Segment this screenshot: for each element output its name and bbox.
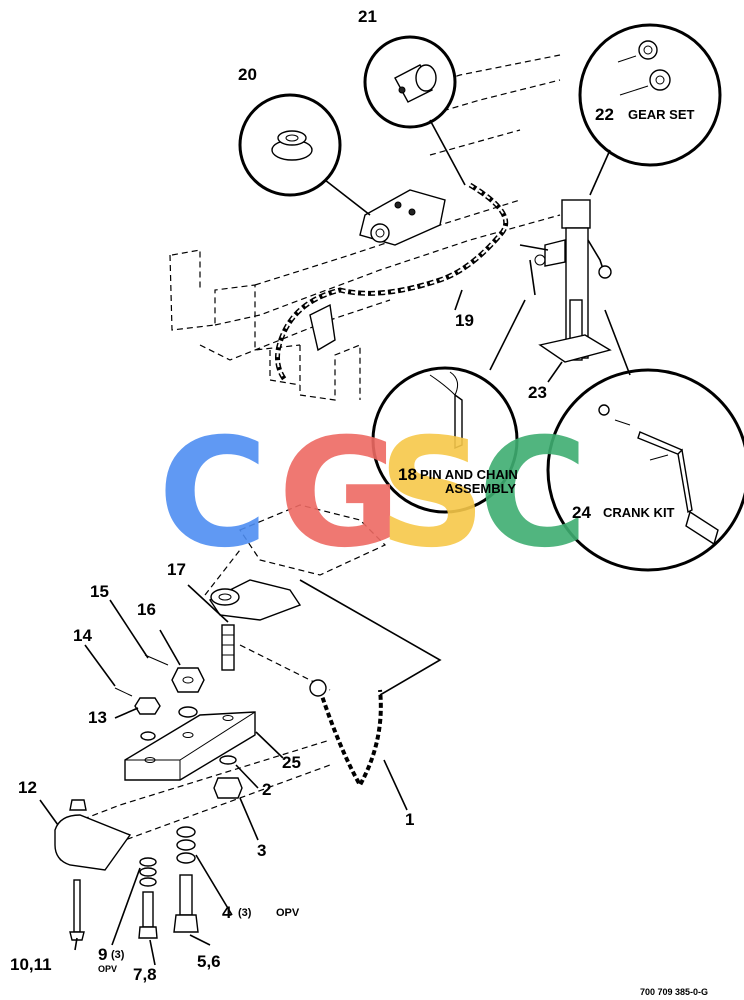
figure-id: 700 709 385-0-G	[640, 987, 708, 997]
watermark-letter-1: C	[158, 407, 268, 581]
gear-set-label: GEAR SET	[628, 107, 695, 122]
callout-9-qty: (3)	[111, 949, 125, 961]
watermark-letter-2: G	[278, 407, 401, 581]
callout-1: 1	[405, 810, 414, 829]
detail-circle-crank-kit	[546, 309, 744, 572]
callout-25: 25	[282, 753, 301, 772]
callout-4: 4	[222, 903, 232, 922]
pin-chain-number: 18	[398, 465, 417, 484]
pin-chain-label-2: ASSEMBLY	[445, 481, 516, 496]
callout-4-qty: (3)	[238, 907, 252, 919]
callout-2: 2	[262, 780, 271, 799]
detail-circle-21	[363, 35, 466, 186]
pin-chain-label-1: PIN AND CHAIN	[420, 467, 518, 482]
trailer-frame-lower	[54, 504, 442, 941]
gear-set-number: 22	[595, 105, 614, 124]
watermark-letter-4: C	[478, 407, 588, 581]
callout-23: 23	[528, 383, 547, 402]
callout-15: 15	[90, 582, 109, 601]
callout-21: 21	[358, 7, 377, 26]
callout-7-8: 7,8	[133, 965, 157, 984]
detail-circle-gear-set	[578, 23, 722, 196]
callout-9: 9	[98, 945, 107, 964]
detail-circle-20	[238, 93, 371, 216]
callout-9-note: OPV	[98, 964, 117, 974]
callout-16: 16	[137, 600, 156, 619]
trailer-frame-upper	[169, 54, 612, 401]
callout-19: 19	[455, 311, 474, 330]
callout-13: 13	[88, 708, 107, 727]
callout-12: 12	[18, 778, 37, 797]
callout-4-note: OPV	[276, 907, 300, 919]
callout-14: 14	[73, 626, 92, 645]
callout-10-11: 10,11	[10, 955, 52, 974]
leader-lines	[39, 289, 563, 966]
callout-17: 17	[167, 560, 186, 579]
callout-5-6: 5,6	[197, 952, 221, 971]
crank-kit-label: CRANK KIT	[603, 505, 675, 520]
crank-kit-number: 24	[572, 503, 591, 522]
callout-20: 20	[238, 65, 257, 84]
watermark: C G S C	[158, 407, 588, 581]
callout-3: 3	[257, 841, 266, 860]
detail-circle-pin-and-chain	[371, 299, 526, 514]
watermark-letter-3: S	[378, 407, 486, 581]
callout-labels: 21 20 19 23 22 GEAR SET 18 PIN AND CHAIN…	[10, 7, 708, 997]
